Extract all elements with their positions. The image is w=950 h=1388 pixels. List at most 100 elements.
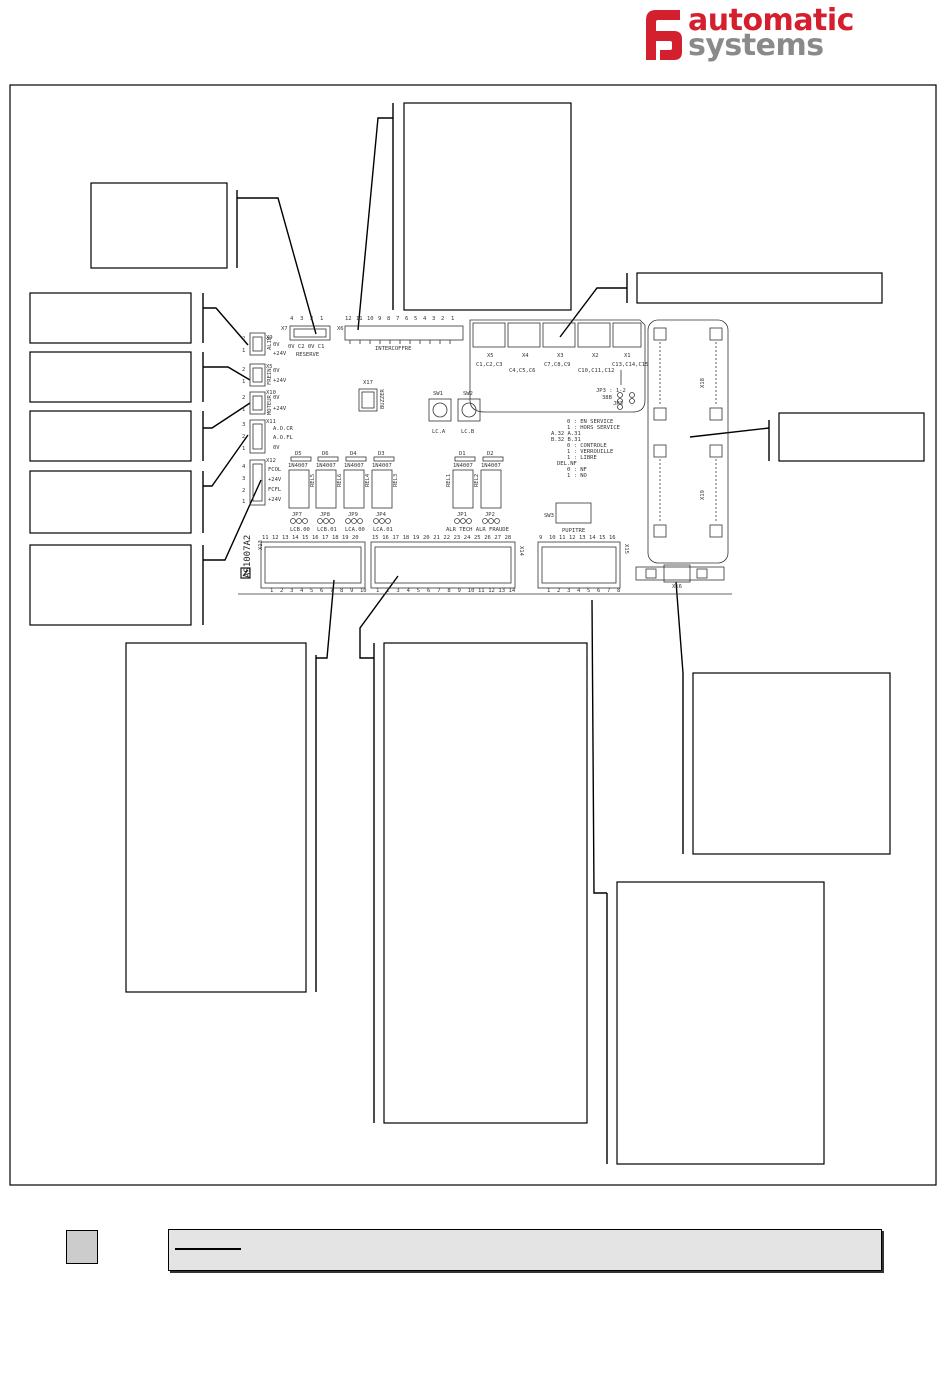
callout-box-alim (29, 292, 192, 344)
mode-legend-5: 0 : NF (567, 467, 587, 473)
x13-top-pin-11: 11 (262, 535, 269, 541)
filter-cell-x2 (577, 322, 611, 348)
x14-top-pin-22: 22 (443, 535, 450, 541)
filter-block (469, 319, 646, 413)
diode-d5: D5 (295, 451, 302, 457)
x13-bottom-pin-9: 9 (350, 588, 353, 594)
relay-group: D5 D6 D4 D3 D1 D2 1N4007 1N4007 1N4007 1… (288, 451, 509, 533)
relay-label-rel3: REL3 (393, 474, 399, 487)
moteur2-pin-1: 1 (242, 446, 245, 452)
connector-moteur-1 (249, 391, 266, 415)
relay-rel1 (452, 469, 474, 509)
x13-bottom-pin-5: 5 (310, 588, 313, 594)
note-bar (168, 1229, 882, 1271)
intercoffre-label: INTERCOFFRE (375, 346, 411, 352)
diode-body-d4 (345, 456, 367, 462)
intercoffre-pin-1: 1 (451, 316, 454, 322)
pcb-board: AS1007A2 4 3 2 1 0V C2 0V C1 RESERVE X7 … (238, 316, 732, 595)
x14-bottom-pin-2: 2 (386, 588, 389, 594)
x13-bottom-pin-2: 2 (280, 588, 283, 594)
x13-bottom-pin-10: 10 (360, 588, 367, 594)
alim-side-label: ALIM (267, 336, 273, 350)
x14-bottom-pin-5: 5 (417, 588, 420, 594)
x13-top-pin-13: 13 (282, 535, 289, 541)
pupitre-label: PUPITRE (562, 528, 585, 534)
callout-box-intercoffre (403, 102, 572, 311)
mode-legend-4: 1 : LIBRE (567, 455, 597, 461)
button-sw2-label: SW2 (463, 391, 473, 397)
x14-bottom-pin-9: 9 (458, 588, 461, 594)
callout-box-reserve (90, 182, 228, 269)
buzzer-connector-inner (361, 391, 375, 409)
power-module (647, 319, 729, 564)
diode-part-d5: 1N4007 (288, 463, 308, 469)
reserve-label: RESERVE (296, 352, 319, 358)
moteur1-signal-0v: 0V (273, 395, 280, 401)
x14-top-pin-15: 15 (372, 535, 379, 541)
frein-pin-2: 2 (242, 367, 245, 373)
jp3-pin-2 (617, 398, 623, 404)
x14-top-pin-28: 28 (505, 535, 512, 541)
buzzer-connector (358, 388, 378, 412)
x15-bottom-pin-5: 5 (587, 588, 590, 594)
x15-bottom-pin-6: 6 (597, 588, 600, 594)
x15-bottom-pin-7: 7 (607, 588, 610, 594)
caps-label-c4: C4,C5,C6 (509, 368, 536, 374)
callout-box-moteur (29, 410, 192, 462)
x15-bottom-pin-8: 8 (617, 588, 620, 594)
jumper-jp2: JP2 (485, 512, 495, 518)
note-underline (175, 1248, 241, 1250)
relay-label-rel6: REL6 (337, 474, 343, 487)
moteur2-signal-aocr: A.O.CR (273, 426, 294, 432)
button-sw1 (428, 398, 452, 422)
relay-label-rel2: REL2 (474, 474, 480, 487)
x14-top-pin-25: 25 (474, 535, 481, 541)
jumper-jp4: JP4 (376, 512, 387, 518)
buzzer-label: BUZZER (380, 388, 386, 409)
x14-top-pin-26: 26 (484, 535, 491, 541)
mode-code-a: A.32 A.31 (551, 431, 581, 437)
mode-code-b: B.32 B.31 (551, 437, 581, 443)
x14-top-pin-16: 16 (382, 535, 389, 541)
connector-label-x12: X12 (266, 458, 276, 464)
fc-signal-24v-b: +24V (268, 497, 282, 503)
connector-label-x18: X18 (700, 378, 706, 388)
x13-bottom-pin-3: 3 (290, 588, 293, 594)
diode-part-d3: 1N4007 (372, 463, 392, 469)
button-sw2-cap (461, 402, 477, 418)
callout-box-x14 (383, 642, 588, 1124)
diode-part-d2: 1N4007 (481, 463, 501, 469)
moteur2-pin-3: 3 (242, 422, 245, 428)
callout-box-frein (29, 351, 192, 403)
logo-word-systems: systems (688, 28, 824, 63)
connector-x14-label: X14 (518, 546, 524, 557)
connector-frein (249, 363, 266, 387)
connector-x16-pad-b (696, 568, 708, 579)
jp3-pin-5 (629, 398, 635, 404)
intercoffre-pin-5: 5 (414, 316, 417, 322)
x14-top-pin-23: 23 (454, 535, 461, 541)
jp3-pin-1 (617, 392, 623, 398)
button-sw1-label: SW1 (433, 391, 443, 397)
mode-code-del: DEL.NF (557, 461, 577, 467)
pm-pad-2 (709, 327, 723, 341)
fc-pin-1: 1 (242, 499, 245, 505)
fc-signal-fcol: FCOL (268, 467, 282, 473)
connector-x14 (370, 541, 516, 589)
mode-legend-6: 1 : NO (567, 473, 587, 479)
connector-frein-inner (252, 367, 263, 383)
fc-signal-24v-a: +24V (268, 477, 282, 483)
connector-x16 (635, 566, 725, 581)
alim-pin-2: 2 (242, 336, 245, 342)
diode-d6: D6 (322, 451, 329, 457)
x13-bottom-pin-6: 6 (320, 588, 323, 594)
x13-top-pin-20: 20 (352, 535, 359, 541)
mode-legend-1: 1 : HORS SERVICE (567, 425, 620, 431)
connector-moteur-1-inner (252, 395, 263, 411)
connector-label-x5: X5 (266, 364, 273, 370)
moteur2-pin-2: 2 (242, 434, 245, 440)
x15-top-pin-15: 15 (599, 535, 606, 541)
x14-bottom-pin-6: 6 (427, 588, 430, 594)
filter-label-x3: X3 (557, 353, 564, 359)
